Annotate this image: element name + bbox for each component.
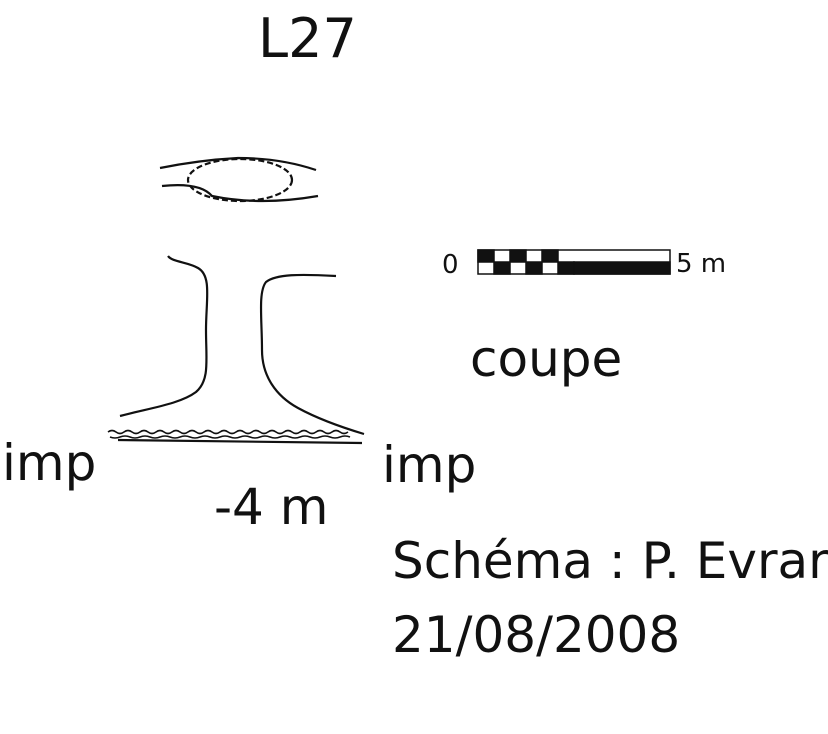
scale-cell [541,249,559,263]
author-credit: Schéma : P. Evrard [392,532,828,590]
plan-lower-contour [161,184,319,203]
rubble-deposit [107,429,351,439]
diagram-title: L27 [258,7,357,70]
impassable-label-left: imp [2,434,97,492]
section-view [107,255,365,445]
plan-opening [186,157,294,203]
plan-upper-contour [159,156,317,172]
shaft-right-wall [259,273,365,436]
scale-bar [477,249,671,275]
plan-view [159,156,319,203]
scale-bar-zero-label: 0 [442,250,459,280]
scale-cell [557,261,575,275]
scale-bar-max-label: 5 m [676,249,727,279]
impassable-label-right: imp [382,436,477,494]
scale-cell [525,261,543,275]
scale-cell [509,249,527,263]
shaft-floor-line [117,438,363,445]
shaft-left-wall [119,255,209,418]
scale-cell [477,249,495,263]
scale-cell [493,261,511,275]
scale-bar-solid [573,261,671,275]
survey-date: 21/08/2008 [392,606,681,664]
section-label: coupe [470,330,623,388]
depth-label: -4 m [214,478,329,536]
